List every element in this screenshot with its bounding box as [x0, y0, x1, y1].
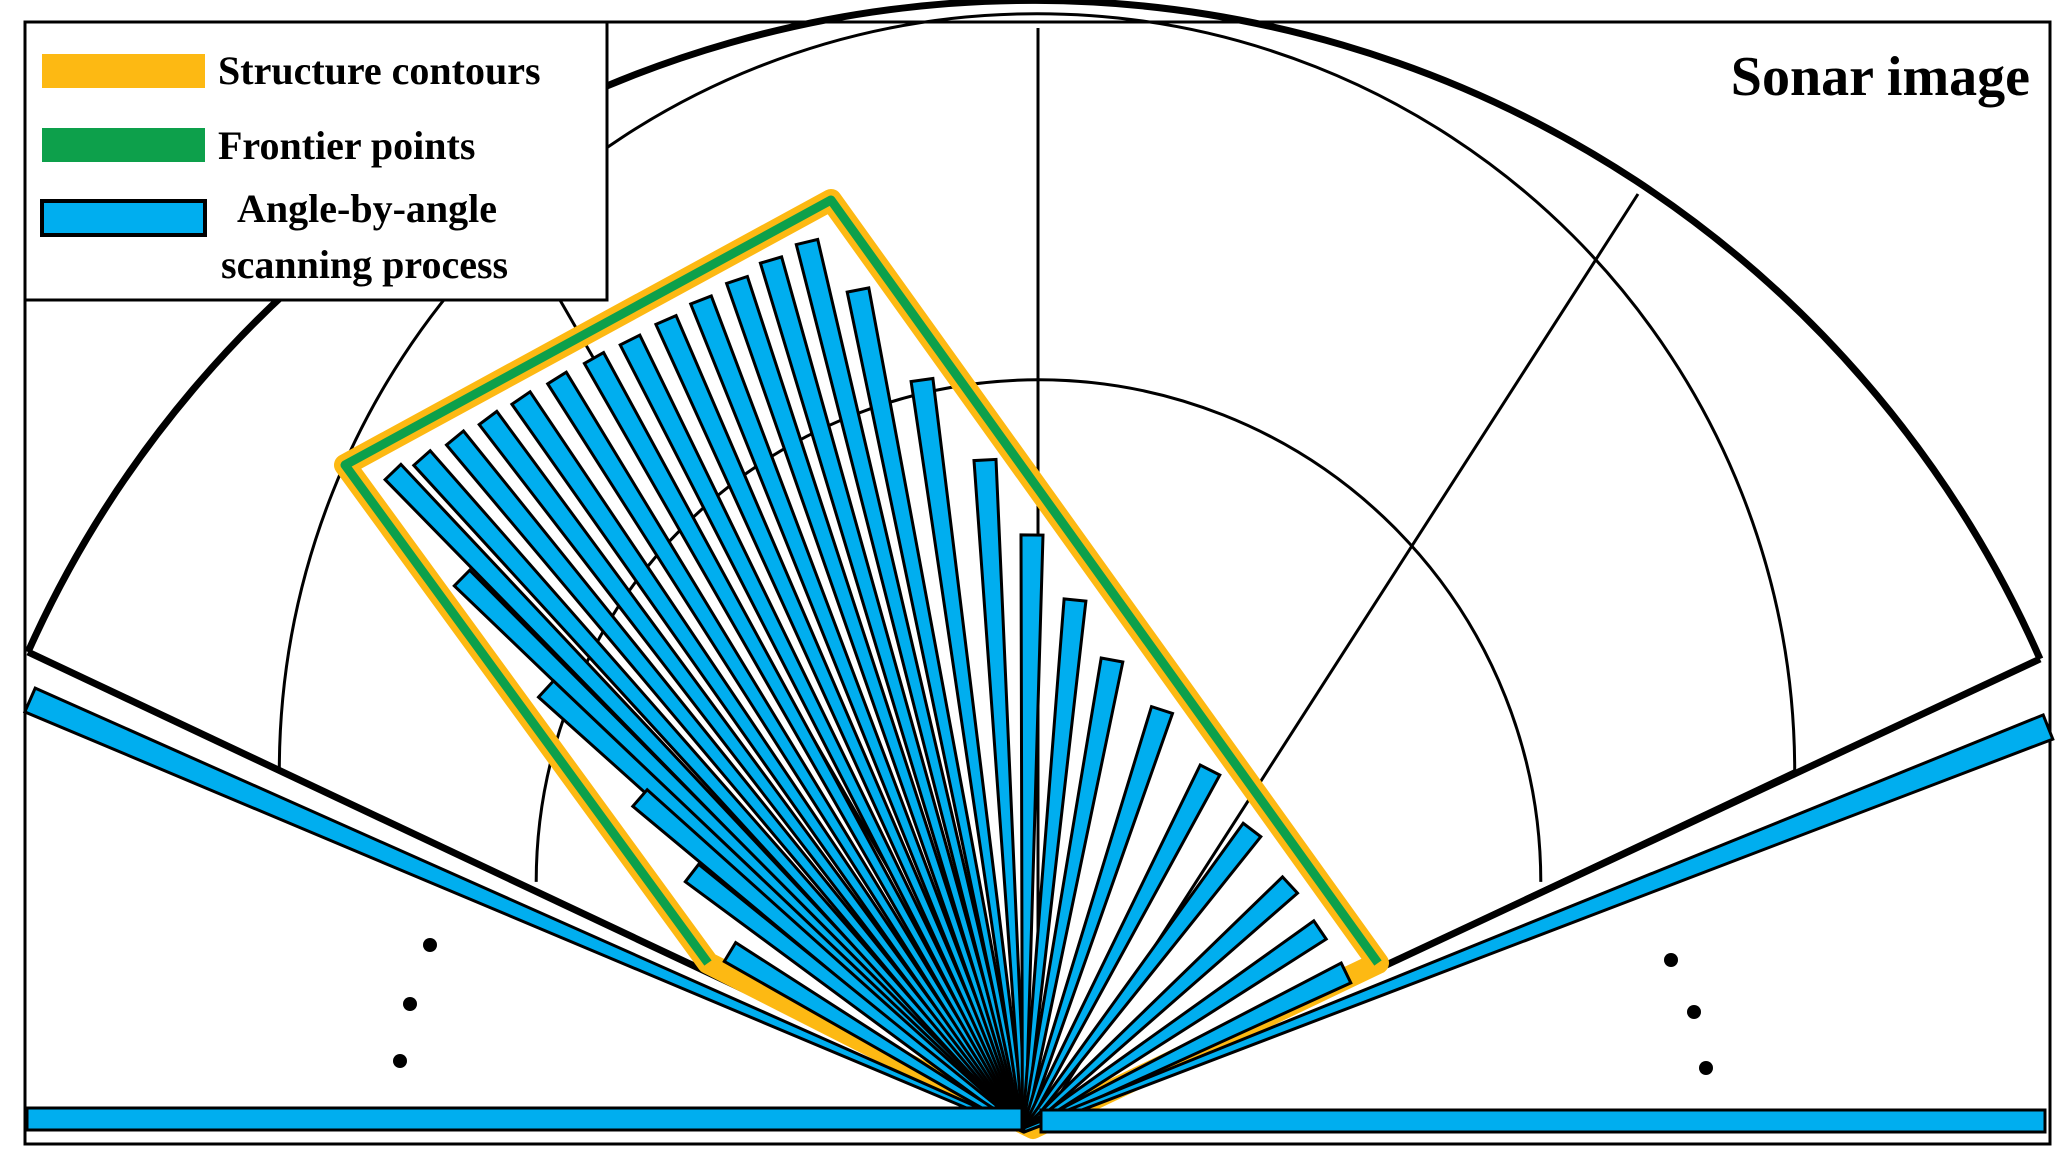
legend-swatch-scan	[40, 199, 207, 237]
frontier-points	[340, 195, 1382, 966]
scan-beam-horizontal	[1039, 1108, 2047, 1134]
sector-outer-arc	[24, 0, 2044, 661]
legend-swatch-contour	[42, 54, 205, 88]
legend-label-contour: Structure contours	[218, 48, 541, 93]
scanning-beams	[22, 237, 2055, 1134]
continuation-dots-right	[1664, 953, 1713, 1075]
legend-label-scan-line2: scanning process	[221, 242, 508, 287]
legend-swatch-frontier	[42, 128, 205, 162]
legend-label-frontier: Frontier points	[218, 123, 475, 168]
legend-label-scan-line1: Angle-by-angle	[237, 186, 497, 231]
scan-beam-horizontal	[25, 1106, 1024, 1132]
scan-beam	[1021, 712, 2055, 1134]
range-ring-2	[277, 12, 1797, 772]
legend: Structure contours Frontier points Angle…	[23, 20, 609, 302]
continuation-dots-left	[393, 938, 437, 1068]
figure-title: Sonar image	[1731, 46, 2030, 108]
